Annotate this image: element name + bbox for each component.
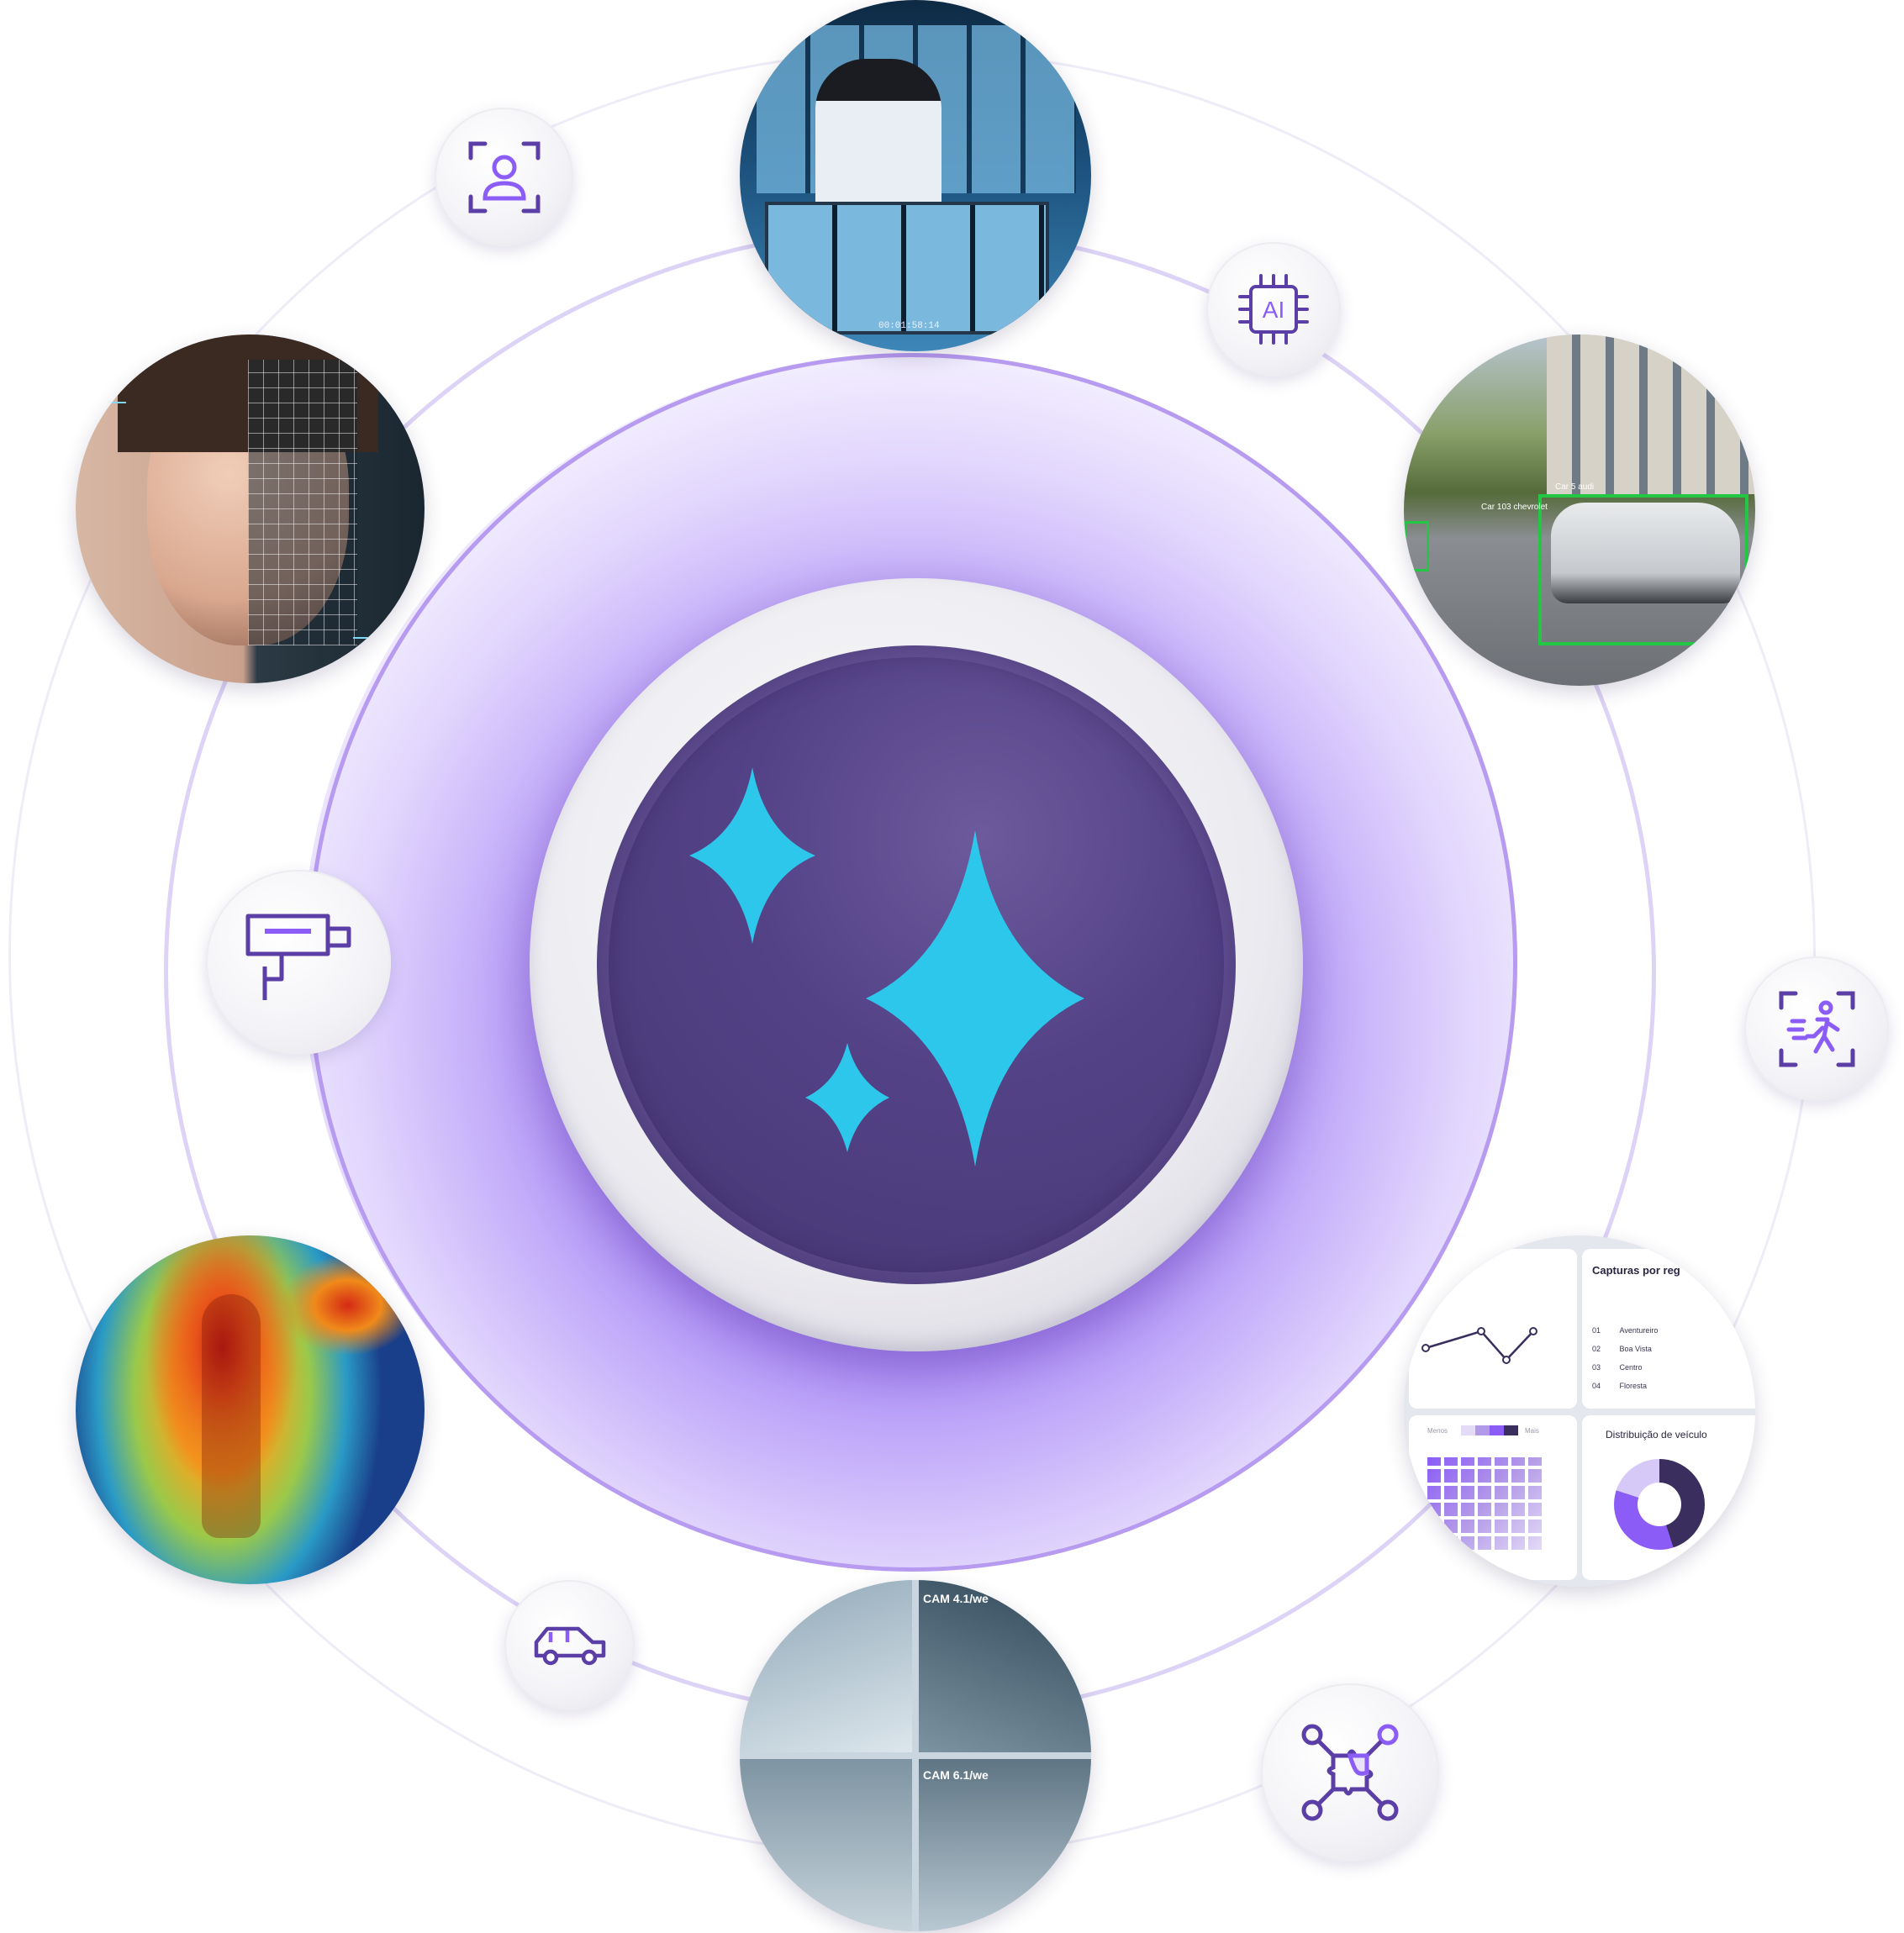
region-name: Boa Vista (1619, 1345, 1652, 1353)
legend-swatches (1461, 1425, 1518, 1435)
region-row-4: 04 Floresta (1592, 1382, 1647, 1390)
vehicle-detection-photo: Car 103 chevrolet Car 5 audi (1404, 334, 1755, 686)
cam-feed-3 (740, 1759, 912, 1931)
cam-label-b: CAM 6.1/we (923, 1768, 989, 1782)
desk-monitor (765, 202, 1049, 334)
legend-less: Menos (1427, 1427, 1448, 1435)
car-detected (1551, 503, 1740, 603)
cam-feed-1 (740, 1580, 912, 1752)
donut-chart (1614, 1459, 1705, 1550)
cctv-button[interactable] (206, 870, 391, 1055)
region-name: Floresta (1619, 1382, 1648, 1390)
face-recognition-photo (76, 334, 425, 683)
dashboard-photo: Capturas por reg 01 Aventureiro 02 Boa V… (1404, 1235, 1755, 1587)
line-chart (1421, 1327, 1537, 1364)
ai-chip-button[interactable]: AI (1206, 242, 1341, 377)
person-silhouette (202, 1294, 261, 1538)
region-name: Centro (1619, 1363, 1643, 1372)
region-num: 01 (1592, 1326, 1601, 1335)
heatmap-photo (76, 1235, 425, 1584)
camera-grid-photo: CAM 4.1/we CAM 6.1/we (740, 1580, 1091, 1931)
legend-more: Mais (1525, 1427, 1539, 1435)
line-chart-card (1409, 1249, 1577, 1409)
lens-core (597, 645, 1236, 1284)
ai-chip-label: AI (1263, 297, 1284, 323)
region-row-3: 03 Centro (1592, 1363, 1643, 1372)
detection-tag-b: Car 5 audi (1555, 482, 1595, 492)
network-button[interactable] (1261, 1683, 1439, 1862)
region-num: 03 (1592, 1363, 1601, 1372)
detection-tag-a: Car 103 chevrolet (1481, 503, 1548, 512)
motion-detection-button[interactable] (1744, 956, 1889, 1101)
region-row-1: 01 Aventureiro (1592, 1326, 1658, 1335)
region-name: Aventureiro (1619, 1326, 1659, 1335)
scan-corner-br (353, 637, 387, 639)
distribution-title: Distribuição de veículo (1606, 1429, 1707, 1441)
cam-feed-2 (919, 1580, 1091, 1752)
face-scan-button[interactable] (435, 108, 573, 246)
vehicle-button[interactable] (504, 1580, 635, 1710)
detection-box-b (1404, 521, 1429, 571)
face-mesh (248, 360, 357, 645)
motion-detection-icon (1779, 991, 1854, 1067)
cam-feed-4 (919, 1759, 1091, 1931)
heat-grid (1427, 1457, 1545, 1550)
region-num: 04 (1592, 1382, 1601, 1390)
ai-chip-icon: AI (1238, 274, 1309, 345)
scan-corner-tl (101, 402, 126, 403)
network-puzzle-icon (1301, 1724, 1399, 1821)
cam-label-a: CAM 4.1/we (923, 1592, 989, 1605)
building (1547, 334, 1755, 494)
face-scan-icon (468, 141, 540, 213)
operator (815, 59, 941, 227)
cctv-camera-icon (245, 914, 351, 1000)
detection-box-a (1538, 494, 1748, 645)
center-lens-button[interactable] (530, 578, 1303, 1351)
sparkles-icon (689, 767, 1084, 1167)
car-icon (534, 1626, 605, 1665)
region-row-2: 02 Boa Vista (1592, 1345, 1652, 1353)
timestamp: 00:01:58:14 (878, 321, 940, 331)
heat-grid-card: Menos Mais (1409, 1415, 1577, 1580)
region-num: 02 (1592, 1345, 1601, 1353)
surveillance-room-photo: 00:01:58:14 (740, 0, 1091, 351)
distribution-card: Distribuição de veículo (1582, 1415, 1755, 1580)
captures-title: Capturas por reg (1592, 1264, 1680, 1277)
captures-card: Capturas por reg 01 Aventureiro 02 Boa V… (1582, 1249, 1755, 1409)
